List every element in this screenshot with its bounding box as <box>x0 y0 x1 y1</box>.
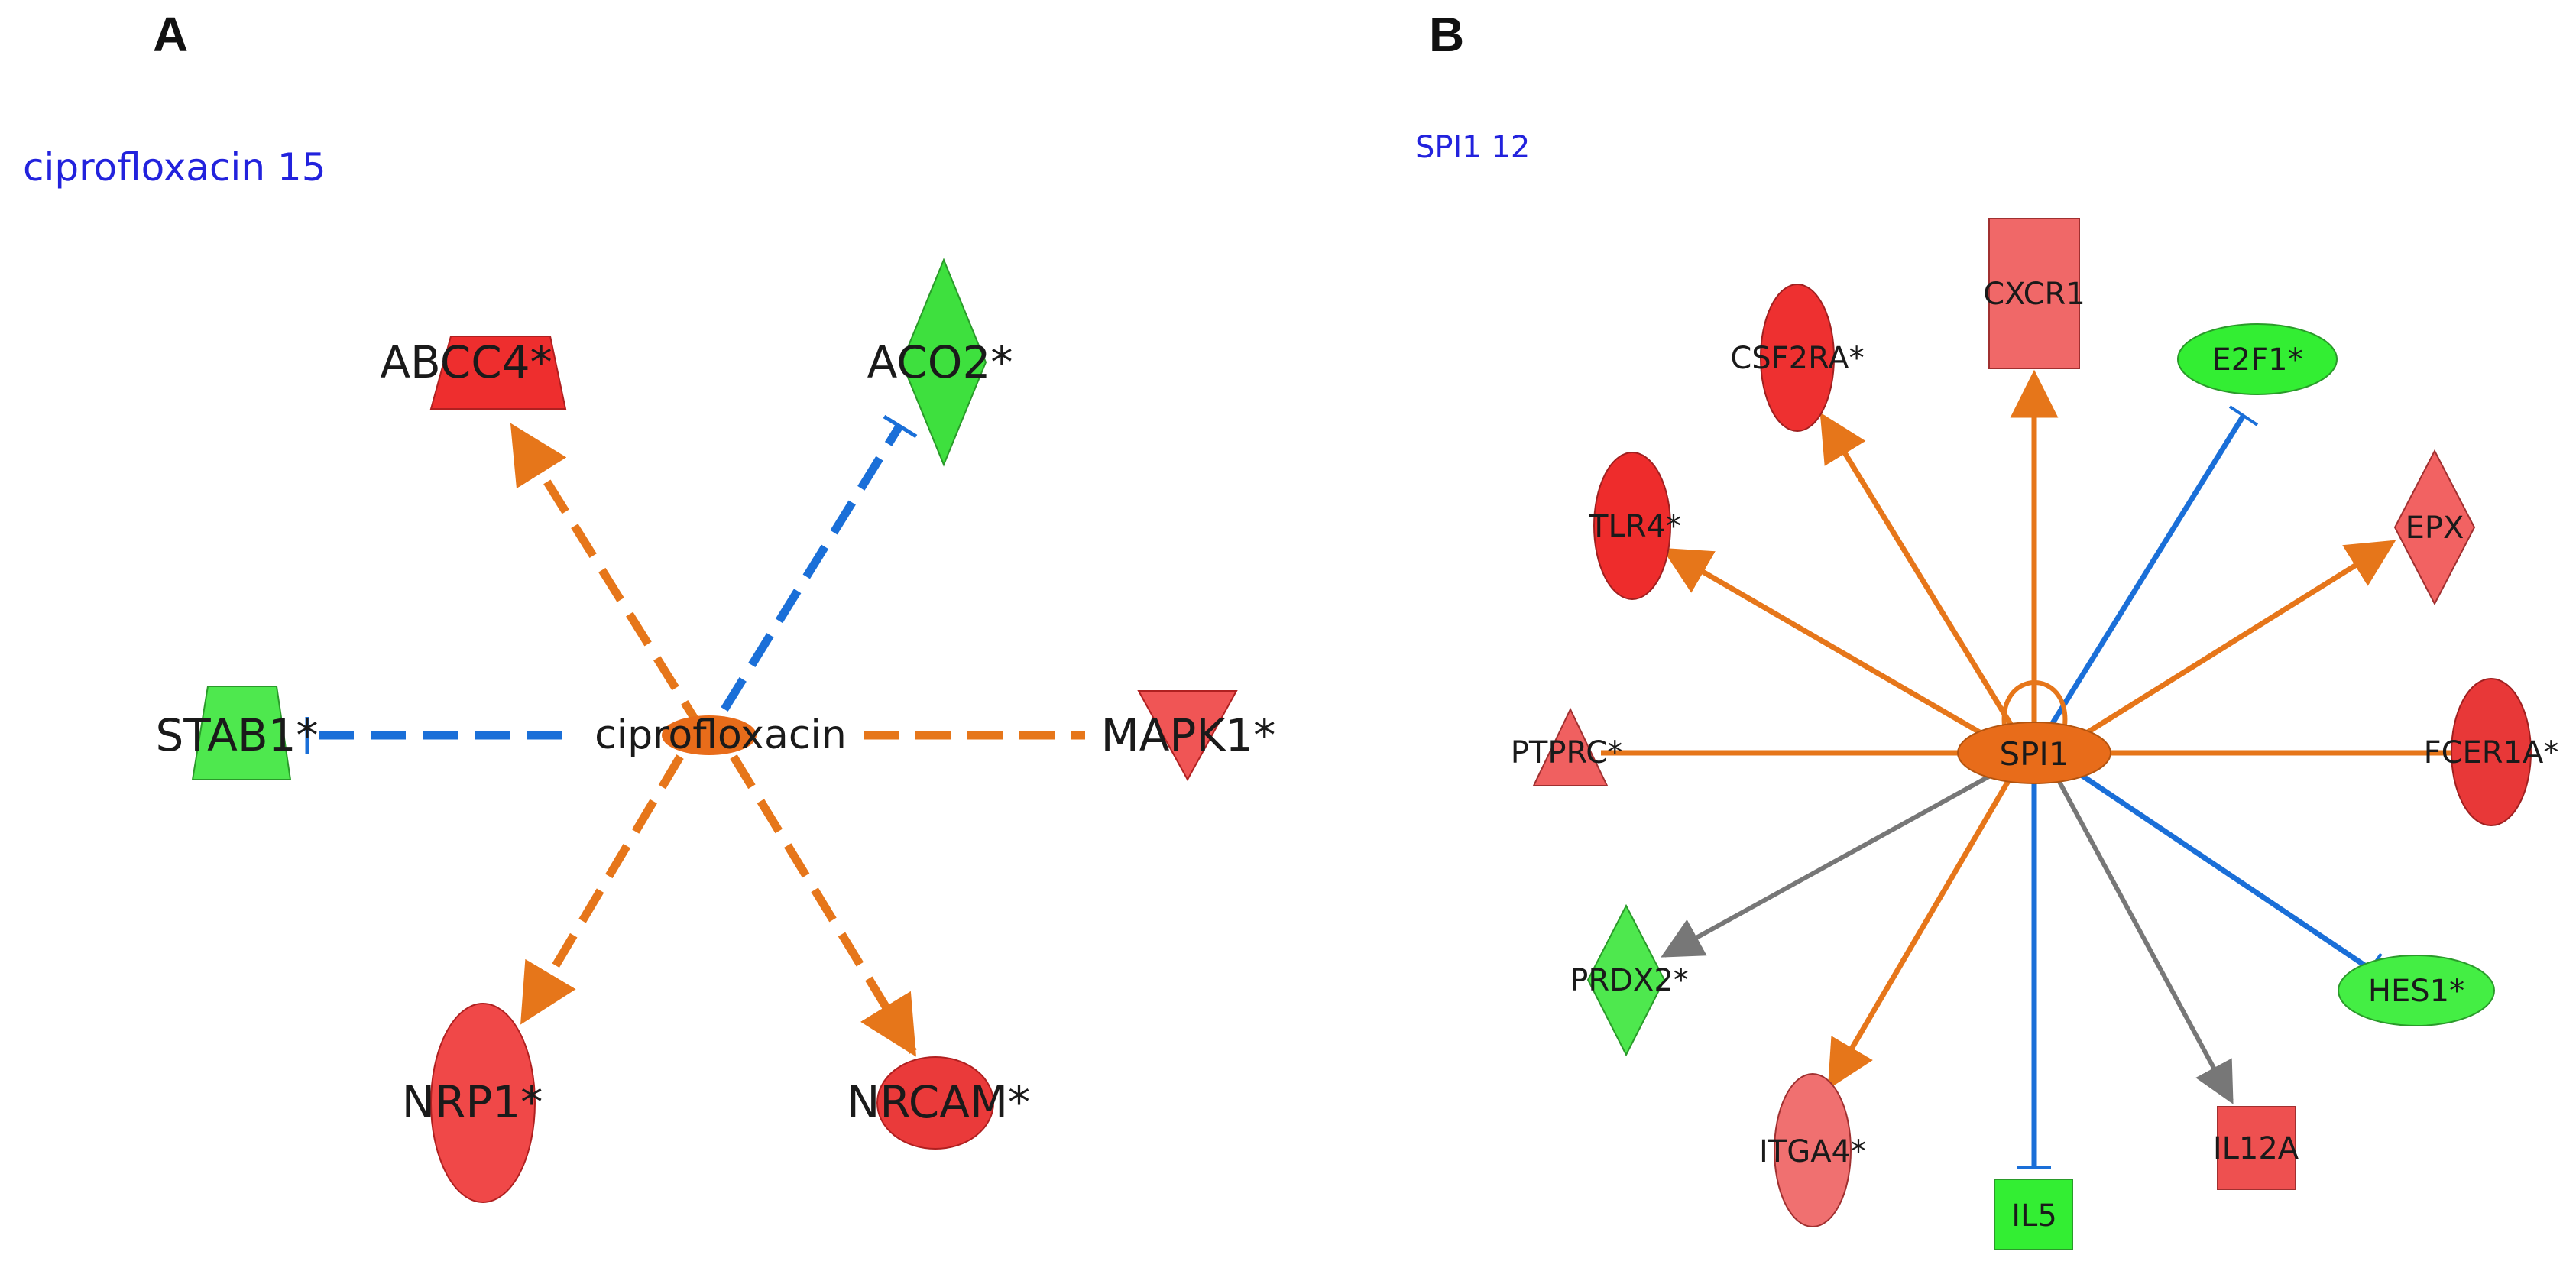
node-csf2ra[interactable] <box>1760 284 1835 432</box>
edge-spi1-csf2ra <box>1819 412 2020 737</box>
node-epx[interactable] <box>2393 449 2476 606</box>
node-ciprofloxacin-label: ciprofloxacin <box>595 712 847 758</box>
node-fcer1a-label: FCER1A* <box>2424 735 2559 770</box>
edge-cipro-aco2 <box>721 423 904 712</box>
node-tlr4[interactable] <box>1593 452 1671 600</box>
network-title-a: ciprofloxacin 15 <box>23 145 326 190</box>
node-hes1[interactable] <box>2338 955 2495 1026</box>
node-il12a[interactable] <box>2217 1106 2296 1190</box>
node-fcer1a[interactable] <box>2451 678 2532 826</box>
node-csf2ra-label: CSF2RA* <box>1730 341 1864 376</box>
node-abcc4[interactable] <box>429 336 567 410</box>
node-spi1[interactable] <box>1957 722 2111 784</box>
node-spi1-label: SPI1 <box>1999 735 2069 773</box>
node-nrcam[interactable] <box>876 1056 994 1150</box>
edge-spi1-self-loop <box>2001 680 2068 736</box>
node-cxcr1[interactable] <box>1988 218 2080 369</box>
node-nrp1[interactable] <box>430 1003 536 1203</box>
node-epx-label: EPX <box>2406 511 2464 546</box>
node-stab1[interactable] <box>191 686 292 780</box>
node-tlr4-label: TLR4* <box>1589 509 1681 544</box>
node-il12a-label: IL12A <box>2213 1131 2299 1166</box>
edge-spi1-epx <box>2062 540 2396 750</box>
node-il5[interactable] <box>1994 1179 2073 1250</box>
node-stab1-label: STAB1* <box>155 709 318 761</box>
edge-spi1-prdx2 <box>1661 771 1996 958</box>
edge-spi1-hes1 <box>2069 766 2372 971</box>
node-prdx2-label: PRDX2* <box>1570 963 1689 998</box>
panel-letter-a: A <box>153 7 189 62</box>
node-mapk1-label: MAPK1* <box>1101 709 1276 761</box>
node-itga4-label: ITGA4* <box>1759 1134 1866 1169</box>
node-il5-label: IL5 <box>2011 1198 2057 1234</box>
network-title-b: SPI1 12 <box>1415 130 1531 165</box>
node-prdx2[interactable] <box>1586 903 1666 1057</box>
edge-cipro-abcc4 <box>510 423 707 735</box>
node-e2f1-label: E2F1* <box>2211 342 2302 378</box>
panel-a-network: ciprofloxacin ABCC4* ACO2* STAB1* MAPK1*… <box>155 258 1276 1203</box>
node-e2f1[interactable] <box>2177 323 2338 395</box>
node-itga4[interactable] <box>1774 1073 1852 1227</box>
node-ciprofloxacin[interactable] <box>662 715 757 755</box>
edge-cipro-nrp1 <box>520 754 684 1025</box>
edge-spi1-tlr4 <box>1661 547 2007 751</box>
node-aco2[interactable] <box>900 258 987 467</box>
node-ptprc-label: PTPRC* <box>1511 735 1622 770</box>
edge-aco2-inhibit-bar <box>883 414 918 439</box>
edge-spi1-e2f1 <box>2034 415 2245 751</box>
edge-cipro-nrcam <box>730 754 917 1057</box>
node-aco2-label: ACO2* <box>867 336 1013 388</box>
node-abcc4-label: ABCC4* <box>380 336 552 388</box>
node-nrcam-label: NRCAM* <box>847 1076 1030 1128</box>
node-cxcr1-label: CXCR1 <box>1983 277 2085 312</box>
edge-e2f1-inhibit-bar <box>2228 405 2259 426</box>
edge-spi1-il12a <box>2052 770 2234 1104</box>
node-ptprc[interactable] <box>1532 707 1609 786</box>
node-mapk1[interactable] <box>1137 690 1238 782</box>
edge-spi1-itga4 <box>1827 770 2017 1090</box>
node-hes1-label: HES1* <box>2368 974 2464 1009</box>
panel-letter-b: B <box>1429 7 1465 62</box>
node-nrp1-label: NRP1* <box>402 1076 543 1128</box>
panel-b-network: SPI1 CXCR1 CSF2RA* E2F1* TLR4* EPX PTPRC… <box>1511 218 2559 1250</box>
